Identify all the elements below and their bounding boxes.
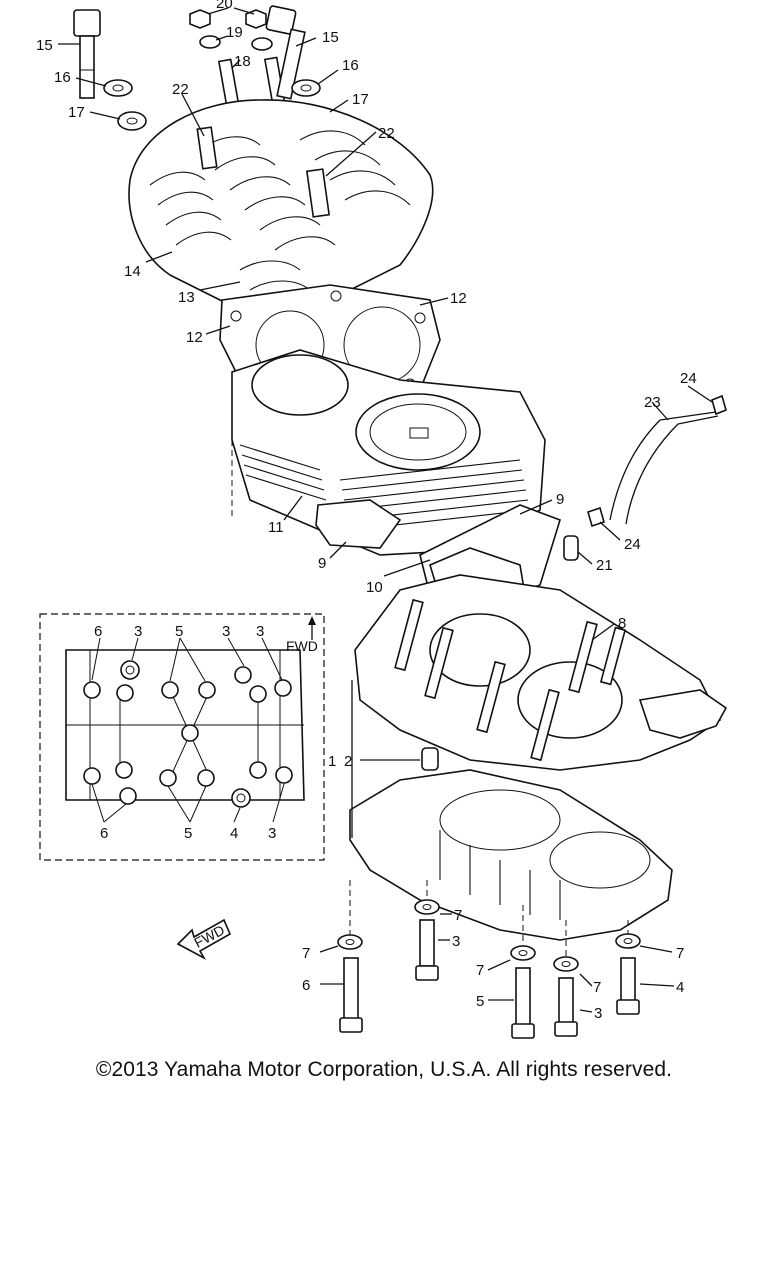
- callout-leaders: [58, 7, 713, 1013]
- bolt-3-b: [554, 977, 578, 1037]
- washer-16-right: [291, 79, 321, 97]
- inset-callout-5-bottom: 5: [184, 825, 192, 842]
- callout-1: 1: [328, 753, 336, 770]
- callout-16-right: 16: [342, 57, 359, 74]
- washer-17-left: [117, 111, 147, 131]
- bolt-4: [616, 957, 640, 1015]
- hose-clip-24: [587, 394, 727, 528]
- callout-19: 19: [226, 24, 243, 41]
- callout-13: 13: [178, 289, 195, 306]
- callout-14: 14: [124, 263, 141, 280]
- bolt-15-left: [73, 9, 101, 99]
- washer-7-c: [510, 945, 536, 961]
- callout-11: 11: [268, 519, 284, 536]
- cylinder-block-11: [231, 349, 546, 556]
- inset-callout-5-top: 5: [175, 623, 183, 640]
- callout-17-right: 17: [352, 91, 369, 108]
- callout-17-left: 17: [68, 104, 85, 121]
- inset-callout-6-top: 6: [94, 623, 102, 640]
- callout-23: 23: [644, 394, 661, 411]
- fwd-direction-arrow: [176, 918, 232, 961]
- bolt-3-a: [415, 919, 439, 981]
- washer-7-b: [337, 934, 363, 950]
- callout-10: 10: [366, 579, 383, 596]
- callout-24-bottom: 24: [624, 536, 641, 553]
- washer-7-a: [414, 899, 440, 915]
- washer-7-d: [553, 956, 579, 972]
- dowel-pin-2: [421, 747, 439, 771]
- washer-16-left: [103, 79, 133, 97]
- crankcase-lower-1: [349, 769, 673, 941]
- callout-8: 8: [618, 615, 626, 632]
- washer-7-e: [615, 933, 641, 949]
- callout-16-left: 16: [54, 69, 71, 86]
- callout-7-c: 7: [476, 962, 484, 979]
- bolt-6: [339, 957, 363, 1033]
- oil-hose-23: [609, 411, 719, 525]
- nuts-20: [189, 9, 273, 51]
- inset-callout-6-bottom: 6: [100, 825, 108, 842]
- callout-20: 20: [216, 0, 233, 12]
- bolt-15-right: [265, 5, 306, 100]
- inset-callout-3-top-a: 3: [134, 623, 142, 640]
- callout-24-top: 24: [680, 370, 697, 387]
- callout-7-e: 7: [676, 945, 684, 962]
- callout-12-left: 12: [186, 329, 203, 346]
- callout-7-d: 7: [593, 979, 601, 996]
- callout-9-left: 9: [318, 555, 326, 572]
- callout-22-right: 22: [378, 125, 395, 142]
- callout-12-right: 12: [450, 290, 467, 307]
- callout-3-b: 3: [594, 1005, 602, 1022]
- cylinder-head-14: [128, 99, 434, 316]
- inset-bolt-pattern: [39, 613, 325, 861]
- copyright-notice: ©2013 Yamaha Motor Corporation, U.S.A. A…: [95, 1058, 673, 1081]
- callout-2: 2: [344, 753, 352, 770]
- hose-fitting-21: [563, 535, 579, 561]
- inset-callout-4: 4: [230, 825, 238, 842]
- callout-5: 5: [476, 993, 484, 1010]
- callout-6: 6: [302, 977, 310, 994]
- bolt-5: [511, 967, 535, 1039]
- inset-fwd-label: FWD: [286, 638, 318, 654]
- callout-22-left: 22: [172, 81, 189, 98]
- inset-callout-3-top-c: 3: [256, 623, 264, 640]
- callout-15-left: 15: [36, 37, 53, 54]
- callout-15-right: 15: [322, 29, 339, 46]
- exploded-parts-diagram: 15 16 17 20 19 18 15 16 17 22 22 14 13 1…: [36, 0, 728, 1039]
- callout-7-a: 7: [454, 907, 462, 924]
- callout-21: 21: [596, 557, 613, 574]
- callout-7-b: 7: [302, 945, 310, 962]
- inset-callout-3-bottom: 3: [268, 825, 276, 842]
- callout-18: 18: [234, 53, 251, 70]
- callout-9-right: 9: [556, 491, 564, 508]
- inset-callout-3-top-b: 3: [222, 623, 230, 640]
- crankcase-upper-1: [354, 574, 728, 771]
- callout-3-a: 3: [452, 933, 460, 950]
- callout-4: 4: [676, 979, 684, 996]
